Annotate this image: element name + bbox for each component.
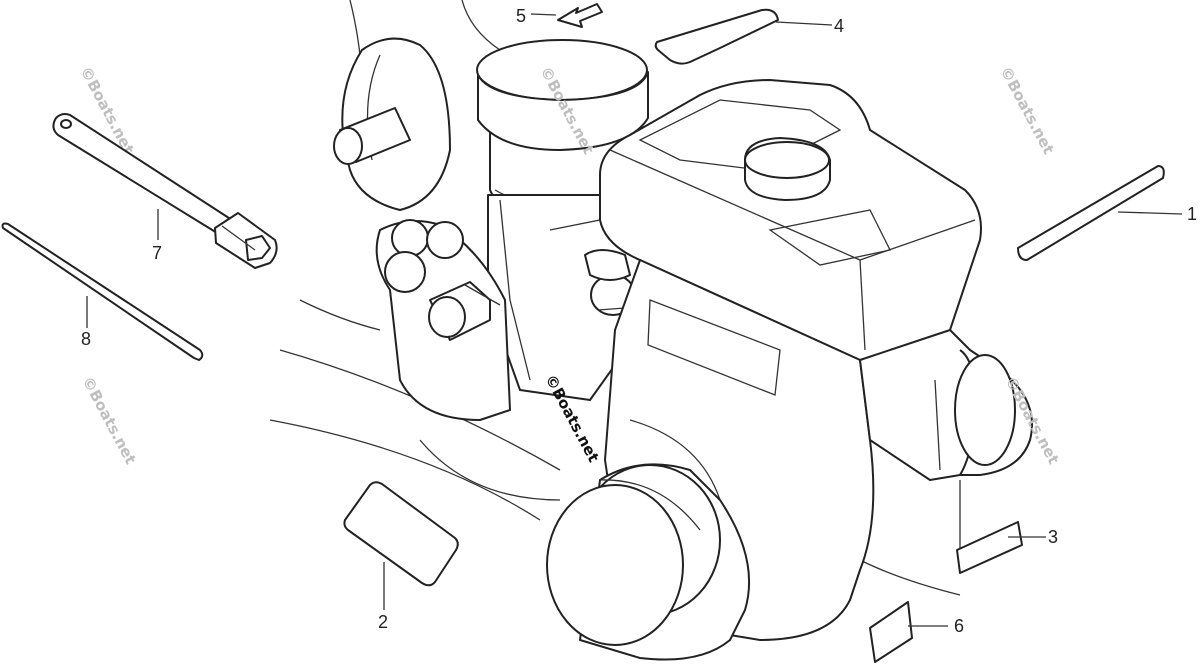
callout-6[interactable]: 6 xyxy=(954,616,964,636)
callout-4[interactable]: 4 xyxy=(834,16,844,36)
part-3-small-label[interactable] xyxy=(956,521,1023,574)
callout-numbers: 1 2 3 4 5 6 7 8 xyxy=(81,6,1197,636)
output-pulley xyxy=(546,463,751,661)
part-6-square-label[interactable] xyxy=(869,601,913,663)
part-7-plug-wrench[interactable] xyxy=(52,113,278,269)
air-cleaner xyxy=(476,39,649,216)
watermark: ©Boats.net xyxy=(996,63,1057,157)
fuel-tank xyxy=(599,79,982,361)
port-bosses xyxy=(375,219,511,421)
right-side-cover xyxy=(859,329,1033,481)
callout-7[interactable]: 7 xyxy=(152,243,162,263)
part-1-label-strip[interactable] xyxy=(1017,165,1165,261)
watermark: ©Boats.net xyxy=(78,373,139,467)
callout-3[interactable]: 3 xyxy=(1048,527,1058,547)
callout-5[interactable]: 5 xyxy=(516,6,526,26)
callout-1[interactable]: 1 xyxy=(1187,204,1197,224)
carburetor-block xyxy=(487,194,641,401)
part-8-rod[interactable] xyxy=(1,222,204,361)
callout-2[interactable]: 2 xyxy=(378,612,388,632)
part-5-arrow-decal[interactable] xyxy=(557,3,603,28)
callout-8[interactable]: 8 xyxy=(81,329,91,349)
part-4-top-label[interactable] xyxy=(654,8,779,65)
shaft-stub xyxy=(333,107,411,165)
leader-lines xyxy=(86,13,1183,627)
part-2-label-plate[interactable] xyxy=(343,481,459,587)
